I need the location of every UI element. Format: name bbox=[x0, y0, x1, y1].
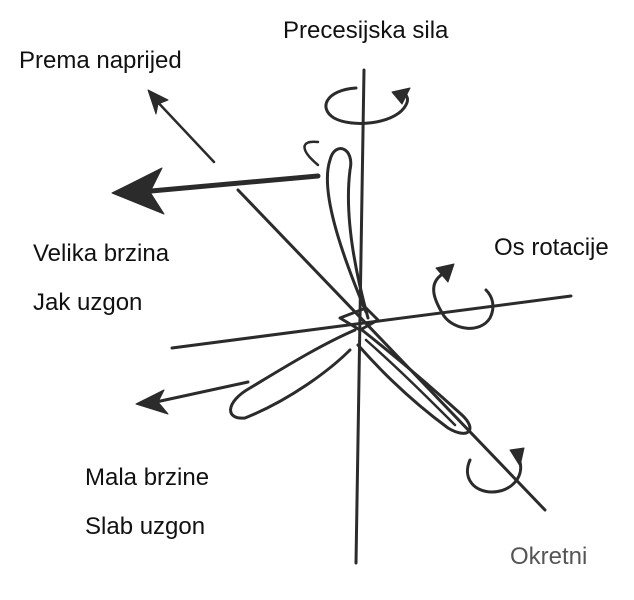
lower-left-blade bbox=[229, 328, 357, 420]
diagonal-arrow-head bbox=[147, 89, 169, 115]
label-high-speed: Velika brzina bbox=[33, 240, 170, 267]
top-rotation-arrow bbox=[324, 86, 409, 125]
label-rotation-axis: Os rotacije bbox=[494, 234, 609, 261]
label-weak-lift: Slab uzgon bbox=[85, 513, 206, 540]
lower-right-blade-edge bbox=[364, 338, 457, 427]
label-forward: Prema naprijed bbox=[19, 47, 182, 74]
label-precession-force: Precesijska sila bbox=[283, 17, 449, 44]
right-rotation-arrow-head bbox=[435, 263, 455, 283]
lower-right-blade bbox=[356, 328, 472, 435]
diagonal-arrow-shaft bbox=[150, 94, 216, 164]
right-rotation-arrow bbox=[432, 270, 495, 330]
forward-arrow-head bbox=[111, 167, 165, 215]
pivot-rotation-arrow bbox=[466, 458, 523, 494]
top-rotation-arrow-head bbox=[391, 87, 411, 105]
label-strong-lift: Jak uzgon bbox=[33, 289, 143, 316]
lower-left-arrow-shaft bbox=[154, 380, 250, 404]
hub bbox=[338, 306, 380, 332]
forward-arrow-shaft bbox=[137, 173, 321, 195]
label-low-speed: Mala brzine bbox=[85, 464, 210, 491]
pivot-axis-line bbox=[236, 188, 547, 512]
upper-blade bbox=[325, 147, 370, 320]
pivot-rotation-arrow-head bbox=[509, 447, 525, 467]
label-pivot: Okretni bbox=[510, 543, 588, 570]
lower-left-arrow-head bbox=[135, 389, 169, 415]
upper-blade-inner bbox=[303, 140, 320, 167]
